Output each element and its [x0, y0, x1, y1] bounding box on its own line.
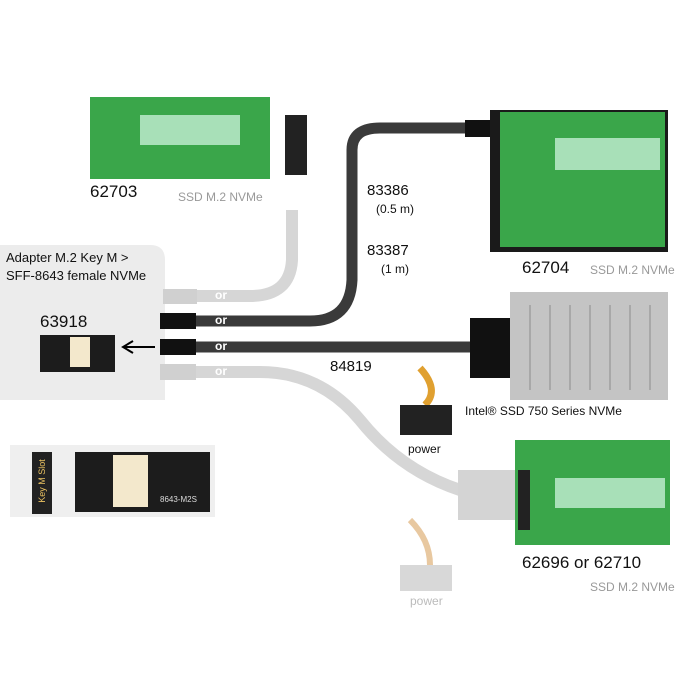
sff8643-connector: [160, 313, 196, 329]
caption-62703: SSD M.2 NVMe: [178, 190, 263, 204]
ghost-u2-connector: [458, 470, 518, 520]
u2-connector: [470, 318, 512, 378]
length-83387: (1 m): [381, 262, 409, 276]
m2-slot: [555, 478, 665, 508]
or-label: or: [215, 339, 227, 353]
ghost-cable-62703: [195, 210, 298, 302]
board-62704: [500, 112, 665, 247]
power-wires: [417, 365, 435, 408]
caption-intel-ssd: Intel® SSD 750 Series NVMe: [465, 404, 622, 418]
key-m-slot: [32, 452, 52, 514]
sata-port: [285, 115, 307, 175]
power-label: power: [408, 442, 441, 456]
or-label: or: [215, 364, 227, 378]
ghost-power-wires: [407, 517, 433, 566]
label-83386: 83386: [367, 182, 409, 199]
label-62704: 62704: [522, 258, 570, 277]
label-84819: 84819: [330, 358, 372, 375]
arrow-icon: [121, 340, 155, 354]
ghost-connector: [163, 289, 197, 304]
m2-slot: [140, 115, 240, 145]
m2-slot: [555, 138, 660, 170]
or-label: or: [215, 288, 227, 302]
caption-62704: SSD M.2 NVMe: [590, 263, 675, 277]
sff8643-connector: [465, 120, 493, 137]
adapter-title-2: SFF-8643 female NVMe: [6, 268, 147, 283]
sff8643-port-detail: [113, 455, 148, 507]
caption-62696: SSD M.2 NVMe: [590, 580, 675, 594]
power-label-ghost: power: [410, 594, 443, 608]
label-83387: 83387: [367, 242, 409, 259]
sff8643-connector: [160, 339, 196, 355]
ghost-cable-62696: [195, 366, 462, 496]
u2-port: [518, 470, 530, 530]
length-83386: (0.5 m): [376, 202, 415, 216]
adapter-board-text: 8643-M2S: [160, 495, 197, 504]
adapter-title-1: Adapter M.2 Key M >: [6, 250, 129, 265]
ghost-connector: [160, 364, 196, 380]
sata-power-connector: [400, 405, 452, 435]
or-label: or: [215, 313, 227, 327]
cable-83386-83387: [195, 122, 475, 327]
sff8643-port: [70, 337, 90, 367]
label-62696: 62696 or 62710: [522, 553, 642, 572]
ghost-power-connector: [400, 565, 452, 591]
label-62703: 62703: [90, 182, 138, 201]
key-m-slot-label: Key M Slot: [36, 459, 47, 503]
label-63918: 63918: [40, 312, 88, 331]
